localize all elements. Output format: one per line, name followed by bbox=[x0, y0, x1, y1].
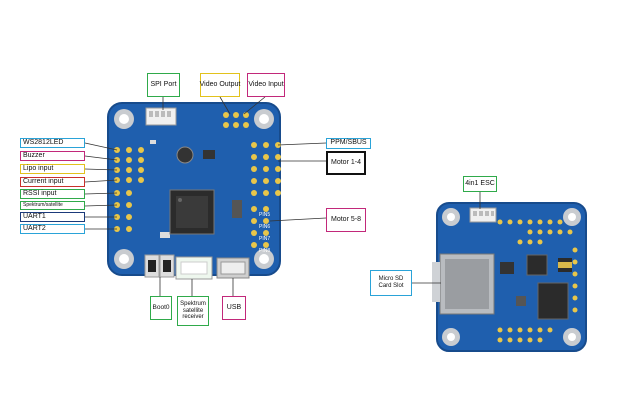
spi-port-label: SPI Port bbox=[147, 73, 180, 97]
rssi-input-label: RSSI input bbox=[20, 189, 85, 199]
mcu-chip bbox=[169, 189, 215, 235]
usb-label: USB bbox=[222, 296, 246, 320]
uart2-label: UART2 bbox=[20, 224, 85, 234]
spektrum-receiver-label: Spektrum satellite receiver bbox=[177, 296, 209, 326]
spektrum-satellite-small-label: Spektrum/satellite bbox=[20, 201, 85, 210]
esc-connector bbox=[469, 207, 497, 223]
lipo-input-label: Lipo input bbox=[20, 164, 85, 174]
boot0-label: Boot0 bbox=[150, 296, 172, 320]
flight-controller-board bbox=[107, 102, 281, 280]
video-input-label: Video Input bbox=[247, 73, 285, 97]
motor-pads bbox=[251, 142, 281, 248]
usb-connector bbox=[216, 257, 250, 279]
ppm-sbus-label: PPM/SBUS bbox=[326, 138, 371, 149]
leader-lines bbox=[84, 96, 327, 296]
video-output-label: Video Output bbox=[200, 73, 240, 97]
motor-5-8-label: Motor 5-8 bbox=[326, 208, 366, 232]
pin8-label: PIN8 bbox=[259, 248, 271, 254]
ws2812led-label: WS2812LED bbox=[20, 138, 85, 148]
motor-1-4-label: Motor 1-4 bbox=[326, 151, 366, 175]
mounting-hole-icon bbox=[114, 109, 274, 269]
esc-board bbox=[432, 202, 587, 352]
esc-label: 4in1 ESC bbox=[463, 176, 497, 192]
pin5-label: PIN5 bbox=[259, 212, 271, 218]
spi-connector bbox=[145, 107, 177, 126]
pin6-label: PIN6 bbox=[259, 224, 271, 230]
pin7-label: PIN7 bbox=[259, 236, 271, 242]
uart1-label: UART1 bbox=[20, 212, 85, 222]
current-input-label: Current input bbox=[20, 177, 85, 187]
sd-card-slot bbox=[432, 253, 495, 315]
spektrum-connector bbox=[175, 256, 213, 280]
buzzer-label: Buzzer bbox=[20, 151, 85, 161]
boot-button bbox=[144, 254, 175, 278]
sd-card-slot-label: Micro SD Card Slot bbox=[370, 270, 412, 296]
